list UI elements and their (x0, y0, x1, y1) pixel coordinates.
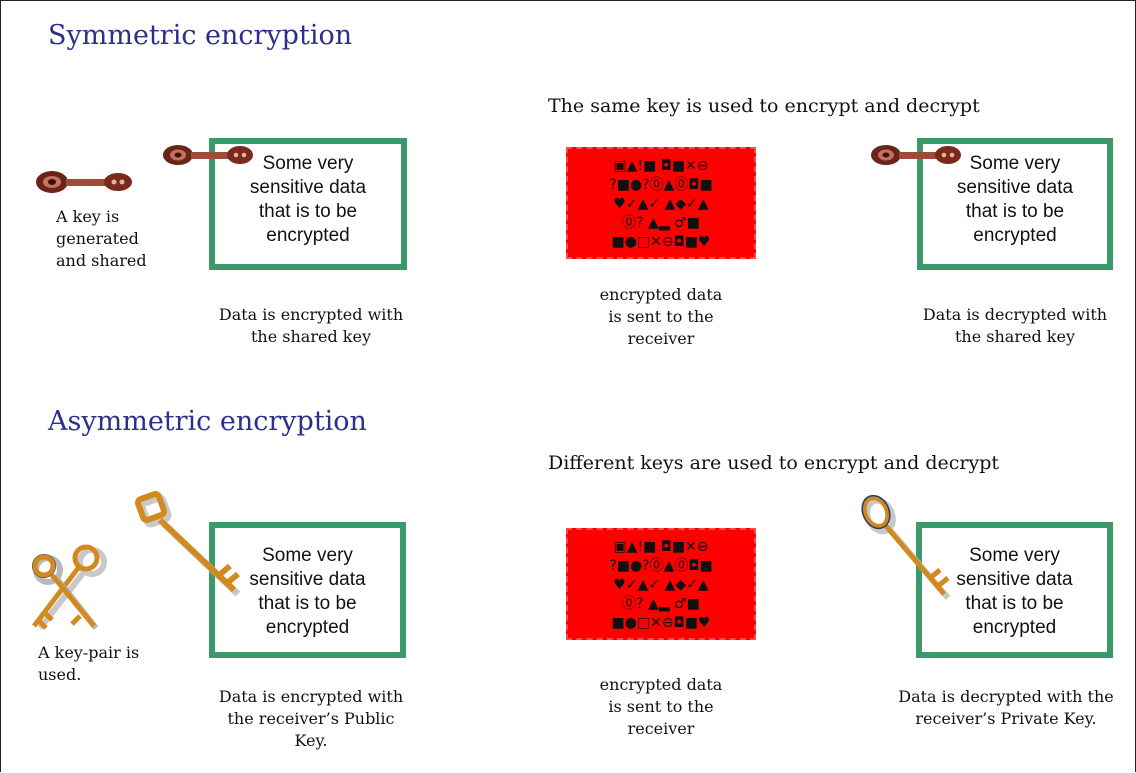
symmetric-subtitle: The same key is used to encrypt and decr… (548, 95, 980, 117)
asymmetric-subtitle: Different keys are used to encrypt and d… (548, 452, 1000, 474)
key-generated-caption: A key is generated and shared (56, 207, 147, 270)
private-key-icon (861, 494, 951, 600)
public-key-icon (135, 491, 241, 597)
key-pair-icon (32, 544, 107, 630)
encrypted-data-caption: encrypted data is sent to the receiver (599, 285, 723, 348)
decrypt-shared-caption: Data is decrypted with the shared key (922, 305, 1108, 346)
shared-key-icon (36, 171, 132, 193)
plaintext-box-private: Some very sensitive data that is to be e… (916, 522, 1113, 658)
decrypt-private-caption: Data is decrypted with the receiver’s Pr… (898, 687, 1114, 728)
encrypted-data-block: ▣▲!■ ◘■✕⊖ ?■●?⓪▲⓪◘■ ♥✓▲✓ ▲◆✓▲ ⓪? ▲▂ ♂■ ■… (566, 147, 756, 259)
plaintext-box-public: Some very sensitive data that is to be e… (209, 522, 406, 658)
encrypted-data-caption-asym: encrypted data is sent to the receiver (599, 675, 723, 738)
key-pair-caption: A key-pair is used. (38, 643, 140, 684)
encrypt-shared-caption: Data is encrypted with the shared key (218, 305, 404, 346)
symmetric-title: Symmetric encryption (48, 20, 353, 51)
asymmetric-title: Asymmetric encryption (48, 406, 367, 437)
encrypted-data-block-asym: ▣▲!■ ◘■✕⊖ ?■●?⓪▲⓪◘■ ♥✓▲✓ ▲◆✓▲ ⓪? ▲▂ ♂■ ■… (566, 528, 756, 640)
encrypt-public-caption: Data is encrypted with the receiver’s Pu… (218, 687, 404, 750)
decrypt-key-icon (871, 145, 961, 165)
encrypt-key-icon (163, 145, 253, 165)
